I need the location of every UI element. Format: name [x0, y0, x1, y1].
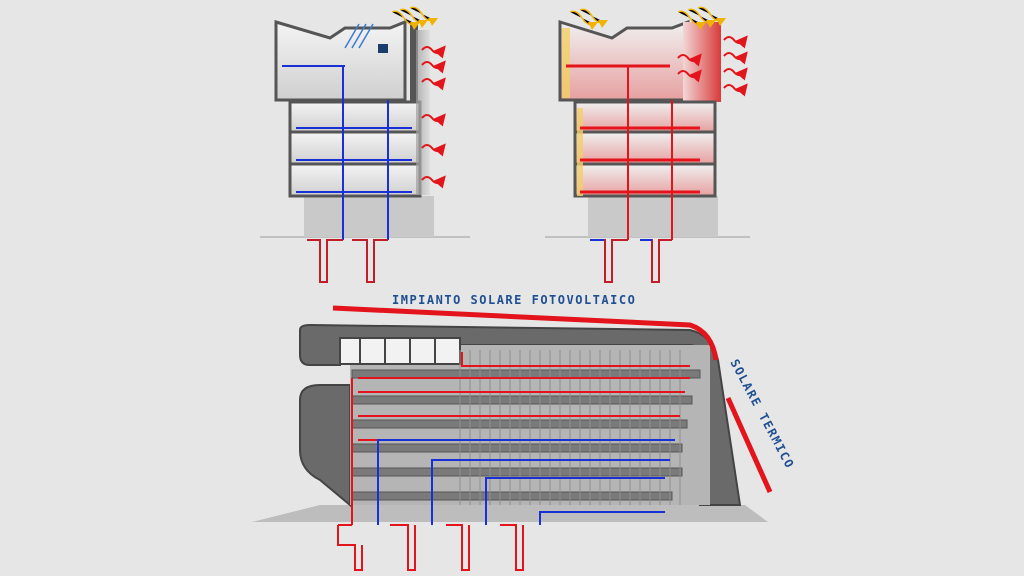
right-foundation — [588, 196, 718, 237]
building-base — [252, 505, 768, 522]
roof-skylights — [339, 337, 461, 365]
left-ground-loop-1 — [307, 239, 343, 283]
right-insulation — [577, 108, 583, 196]
left-ground-loop-2 — [352, 239, 388, 283]
right-roof-floor — [558, 19, 690, 102]
pv-line — [332, 305, 719, 361]
facade-fins — [459, 350, 681, 505]
left-vent-arrows — [344, 23, 374, 49]
left-heat-arrows — [421, 45, 446, 189]
right-sun-rays — [569, 6, 727, 31]
right-section-diagram — [545, 6, 750, 283]
left-roof-wall — [410, 22, 418, 102]
cold-water-lines — [377, 439, 675, 525]
pv-label: IMPIANTO SOLARE FOTOVOLTAICO — [392, 293, 636, 307]
right-hot-wall — [683, 22, 721, 102]
left-vent-box — [378, 44, 388, 53]
right-ground-loop-1 — [590, 239, 628, 283]
building-lower-shell — [299, 384, 351, 508]
thermal-line — [725, 396, 773, 494]
left-roof-floor — [274, 19, 407, 102]
left-foundation — [304, 196, 434, 237]
right-heat-arrows — [677, 35, 748, 97]
left-sun-rays — [391, 6, 439, 31]
right-ground-loop-2 — [640, 239, 672, 283]
right-insulation-top — [562, 28, 570, 98]
left-facade — [416, 30, 430, 195]
left-section-diagram — [260, 6, 470, 283]
bottom-building-diagram: IMPIANTO SOLARE FOTOVOLTAICO SOLARE TERM… — [252, 293, 797, 571]
